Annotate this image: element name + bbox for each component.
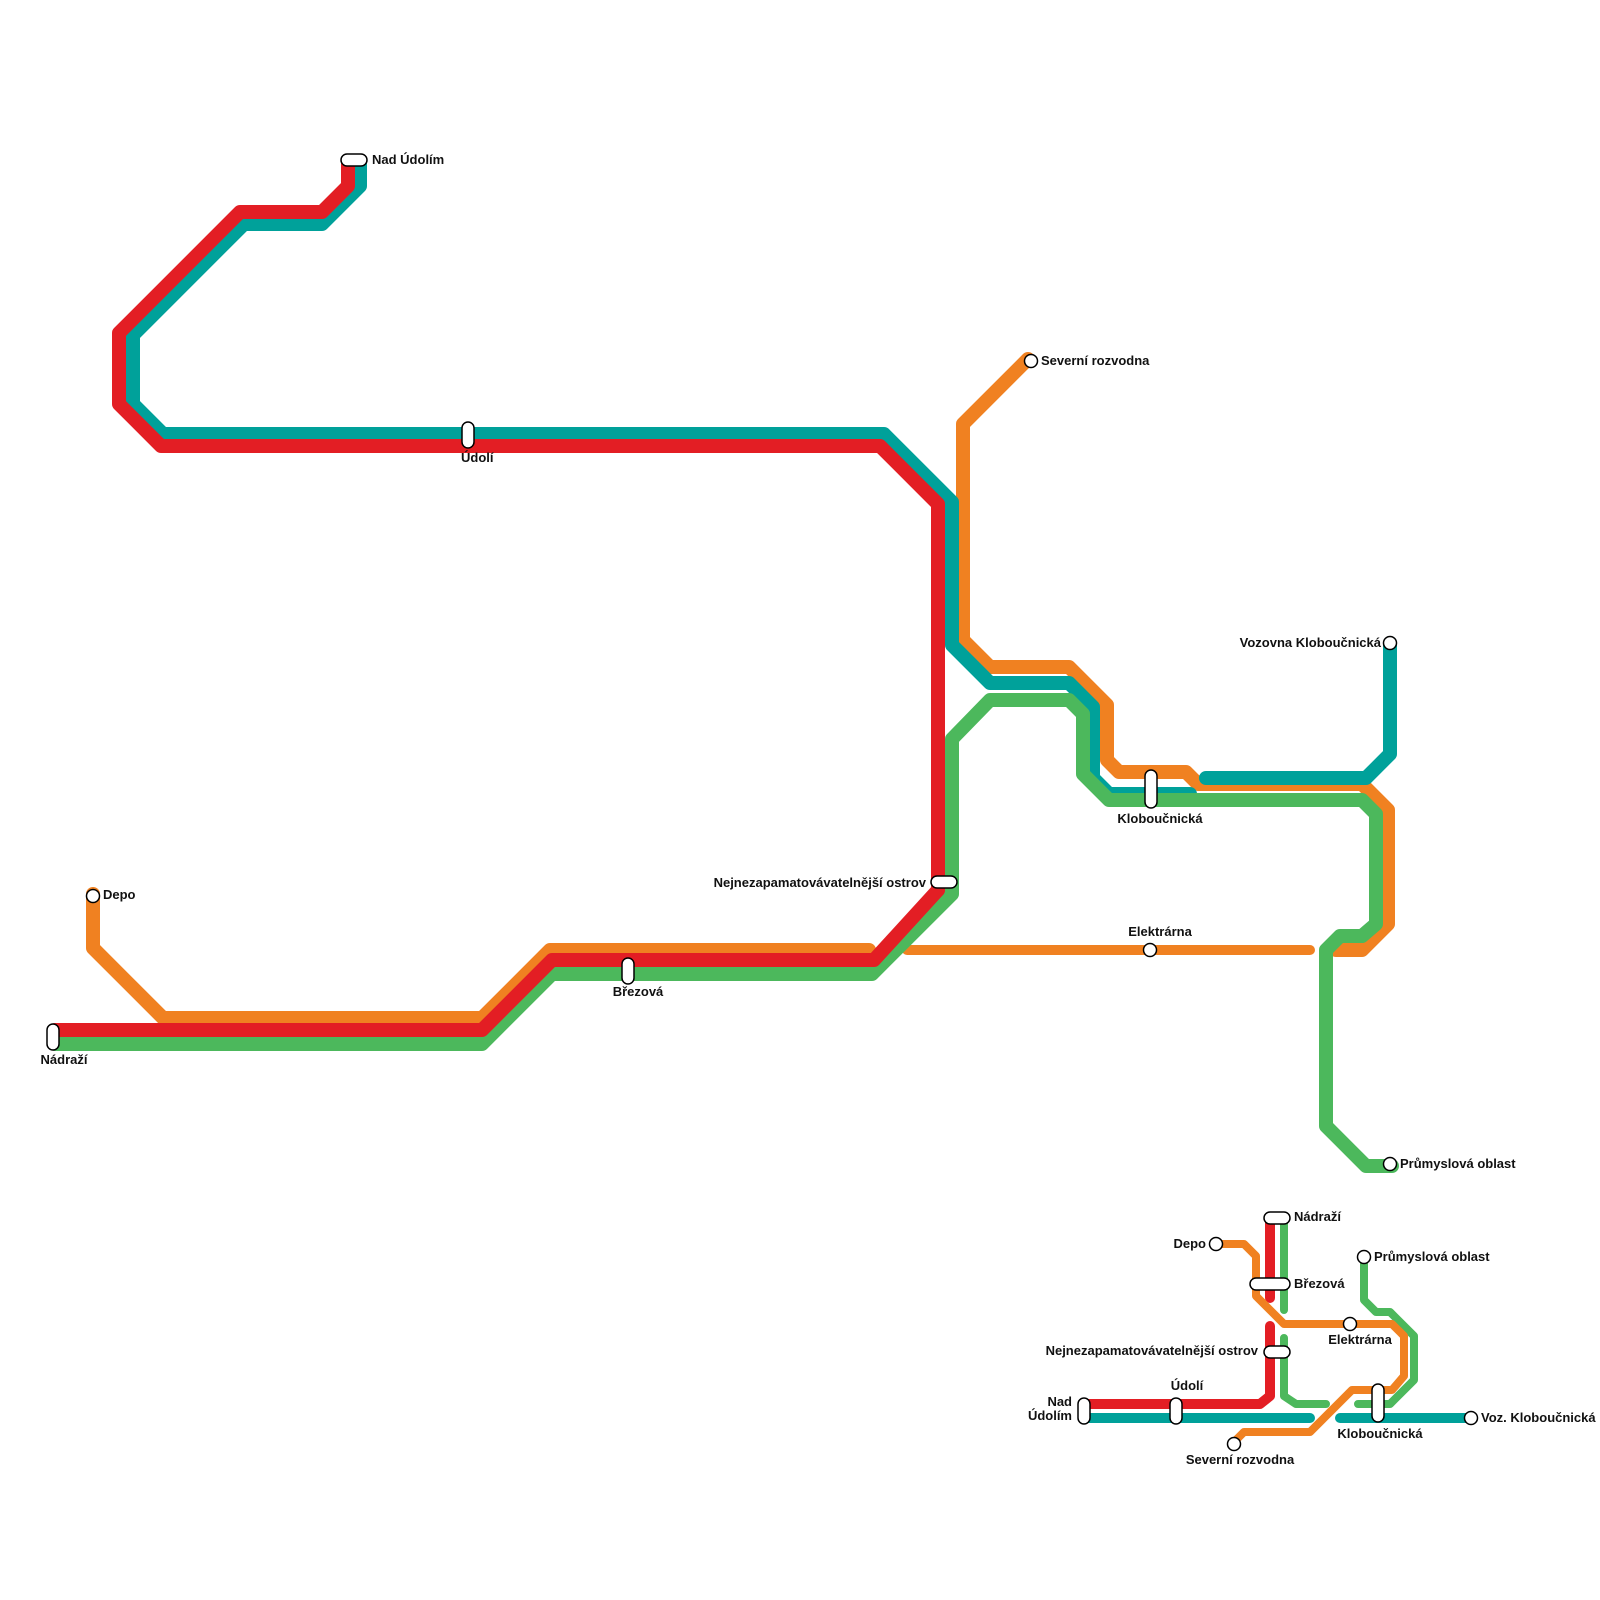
mini-station-nadrazi[interactable]: Nádraží [1263,1209,1341,1225]
red-line [48,155,945,1037]
station-marker[interactable] [1142,942,1158,958]
station-marker[interactable] [1226,1436,1242,1452]
station-label: Severní rozvodna [1041,353,1150,368]
station-elektrarna[interactable]: Elektrárna [1128,924,1193,958]
teal-line-vozovna-branch [1199,636,1397,785]
station-marker[interactable] [1382,635,1398,651]
mini-station-kloboucnicka[interactable]: Kloboučnická [1337,1383,1423,1441]
mini-orange-line [1214,1240,1408,1446]
mini-green-line-east [1354,1254,1418,1408]
station-severni-rozvodna[interactable]: Severní rozvodna [1023,353,1151,369]
station-marker[interactable] [930,875,958,889]
station-marker[interactable] [340,153,368,167]
station-label: Průmyslová oblast [1400,1156,1516,1171]
station-marker[interactable] [1342,1316,1358,1332]
green-line-main [48,693,1399,1173]
station-marker[interactable] [1382,1156,1398,1172]
station-marker[interactable] [1169,1397,1183,1425]
station-marker[interactable] [1371,1383,1385,1423]
station-label: Nádraží [41,1052,88,1067]
station-label: Kloboučnická [1337,1426,1423,1441]
mini-map: Nádraží Depo Březová Průmyslová oblast E… [1028,1209,1596,1467]
station-marker[interactable] [621,957,635,985]
station-label: Údolí [461,450,494,465]
station-marker[interactable] [1356,1249,1372,1265]
station-marker[interactable] [1463,1410,1479,1426]
station-label: Depo [1174,1236,1207,1251]
green-line [48,693,1399,1173]
station-marker[interactable] [1208,1236,1224,1252]
orange-line [86,352,1395,1025]
station-marker[interactable] [1249,1277,1291,1291]
station-label: Nejnezapamatovávatelnější ostrov [714,875,927,890]
station-label: Elektrárna [1128,924,1192,939]
red-line-north [112,155,945,897]
station-label: Depo [103,887,136,902]
mini-green-line-lower [1280,1334,1330,1408]
teal-line [126,155,1397,801]
station-brezova[interactable]: Březová [613,957,664,999]
station-nejnezapamatovavatelnejsi-ostrov[interactable]: Nejnezapamatovávatelnější ostrov [714,875,958,890]
station-marker[interactable] [1263,1211,1291,1225]
mini-station-prumyslova-oblast[interactable]: Průmyslová oblast [1356,1249,1491,1265]
station-kloboucnicka[interactable]: Kloboučnická [1117,769,1203,826]
station-udoli[interactable]: Údolí [461,421,494,465]
station-marker[interactable] [1077,1397,1091,1425]
station-marker[interactable] [1263,1345,1291,1359]
station-label: Březová [1294,1276,1345,1291]
station-label: Nejnezapamatovávatelnější ostrov [1046,1343,1259,1358]
station-label: Elektrárna [1328,1332,1392,1347]
teal-line-north [126,155,1197,801]
station-label: Nádraží [1294,1209,1341,1224]
main-map: Nad Údolím Údolí Severní rozvodna Vozovn… [41,152,1517,1173]
mini-station-nad-udolim[interactable]: Nad Údolím [1028,1394,1091,1425]
station-label: Kloboučnická [1117,811,1203,826]
station-depo[interactable]: Depo [85,887,136,904]
station-nad-udolim[interactable]: Nad Údolím [340,152,444,167]
station-label: Březová [613,984,664,999]
mini-station-elektrarna[interactable]: Elektrárna [1328,1316,1393,1348]
mini-station-nejnezapamatovavatelnejsi-ostrov[interactable]: Nejnezapamatovávatelnější ostrov [1046,1343,1291,1359]
station-label: Nad [1047,1394,1072,1409]
station-label: Vozovna Kloboučnická [1240,635,1382,650]
station-marker[interactable] [461,421,475,449]
station-prumyslova-oblast[interactable]: Průmyslová oblast [1382,1156,1517,1172]
station-label: Údolím [1028,1408,1072,1423]
red-line-south [48,883,945,1037]
station-nadrazi[interactable]: Nádraží [41,1023,88,1067]
orange-line-lower [86,887,876,1025]
station-label: Voz. Kloboučnická [1481,1410,1596,1425]
station-marker[interactable] [1144,769,1158,809]
mini-station-voz-kloboucnicka[interactable]: Voz. Kloboučnická [1463,1410,1597,1426]
mini-station-brezova[interactable]: Březová [1249,1276,1345,1291]
station-label: Údolí [1171,1378,1204,1393]
station-vozovna-kloboucnicka[interactable]: Vozovna Kloboučnická [1240,635,1398,651]
mini-station-severni-rozvodna[interactable]: Severní rozvodna [1186,1436,1295,1468]
station-marker[interactable] [85,888,101,904]
station-marker[interactable] [1023,353,1039,369]
orange-line-upper [956,352,1395,957]
station-marker[interactable] [46,1023,60,1051]
station-label: Nad Údolím [372,152,444,167]
mini-station-depo[interactable]: Depo [1174,1236,1224,1252]
station-label: Severní rozvodna [1186,1452,1295,1467]
mini-station-udoli[interactable]: Údolí [1169,1378,1204,1425]
station-label: Průmyslová oblast [1374,1249,1490,1264]
